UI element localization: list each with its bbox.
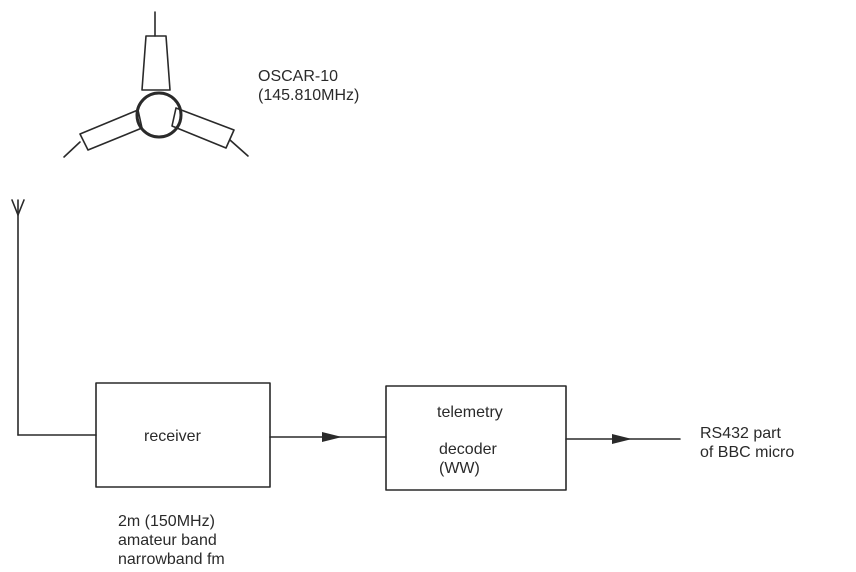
receiver-box (95, 382, 271, 488)
decoder-label-line3: (WW) (439, 460, 480, 477)
receiver-label: receiver (144, 428, 201, 445)
receiver-spec-line1: 2m (150MHz) (118, 513, 215, 530)
satellite-frequency: (145.810MHz) (258, 87, 360, 104)
arrow-decoder-to-output-icon (612, 434, 632, 444)
output-label-line1: RS432 part (700, 425, 781, 442)
antenna-icon (11, 199, 25, 436)
receiver-spec-line2: amateur band (118, 532, 217, 549)
receiver-spec-line3: narrowband fm (118, 551, 225, 568)
output-label-line2: of BBC micro (700, 444, 795, 461)
arrow-receiver-to-decoder-icon (322, 432, 342, 442)
decoder-label-line1: telemetry (437, 404, 503, 421)
satellite-icon (63, 11, 249, 158)
decoder-box (385, 385, 567, 491)
decoder-label-line2: decoder (439, 441, 497, 458)
satellite-name: OSCAR-10 (258, 68, 339, 85)
